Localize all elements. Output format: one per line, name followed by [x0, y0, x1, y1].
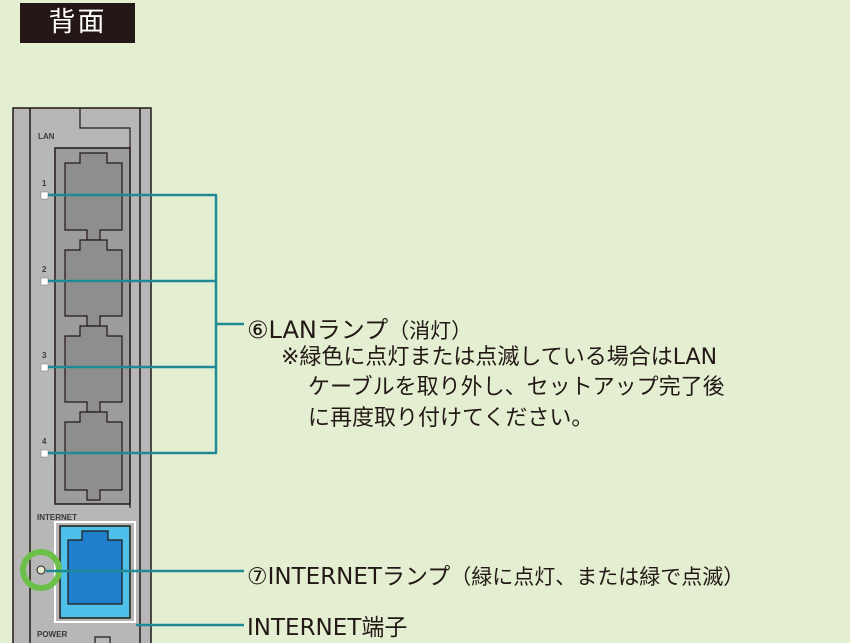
internet-lamp-callout: ⑦INTERNETランプ（緑に点灯、または緑で点滅） — [247, 557, 744, 591]
page-title: 背面 — [20, 3, 135, 43]
lan-lamp-note-line-1: ※緑色に点灯または点滅している場合はLAN — [281, 345, 718, 370]
lan-lamp-4 — [40, 449, 49, 458]
lan-lamp-note-line-3: に再度取り付けてください。 — [308, 406, 594, 431]
lan-port-2 — [64, 239, 123, 327]
internet-port-callout: INTERNET端子 — [247, 615, 408, 641]
power-port-edge — [94, 636, 111, 643]
lan-lamp-3 — [40, 363, 49, 372]
port-number-3: 3 — [42, 351, 47, 360]
lan-port-4 — [64, 411, 123, 501]
power-section-label: POWER — [37, 630, 67, 639]
lan-lamp-title: ⑥LANランプ — [247, 316, 389, 344]
lan-port-3 — [64, 325, 123, 413]
internet-lamp-title: ⑦INTERNETランプ — [247, 564, 451, 590]
lan-lamp-2 — [40, 277, 49, 286]
lan-lamp-bracket — [48, 193, 244, 455]
internet-section-label: INTERNET — [37, 513, 77, 522]
lan-lamp-note-line-2: ケーブルを取り外し、セットアップ完了後 — [308, 375, 725, 400]
lan-port-1 — [64, 152, 123, 241]
lan-port-block — [54, 147, 131, 505]
port-number-2: 2 — [42, 265, 47, 274]
port-number-4: 4 — [42, 437, 47, 446]
lan-section-label: LAN — [38, 132, 55, 141]
internet-lamp-status: （緑に点灯、または緑で点滅） — [450, 565, 745, 589]
port-number-1: 1 — [42, 179, 47, 188]
lan-lamp-callout: ⑥LANランプ（消灯） — [247, 310, 472, 345]
lan-lamp-1 — [40, 191, 49, 200]
lan-lamp-status: （消灯） — [388, 319, 473, 343]
